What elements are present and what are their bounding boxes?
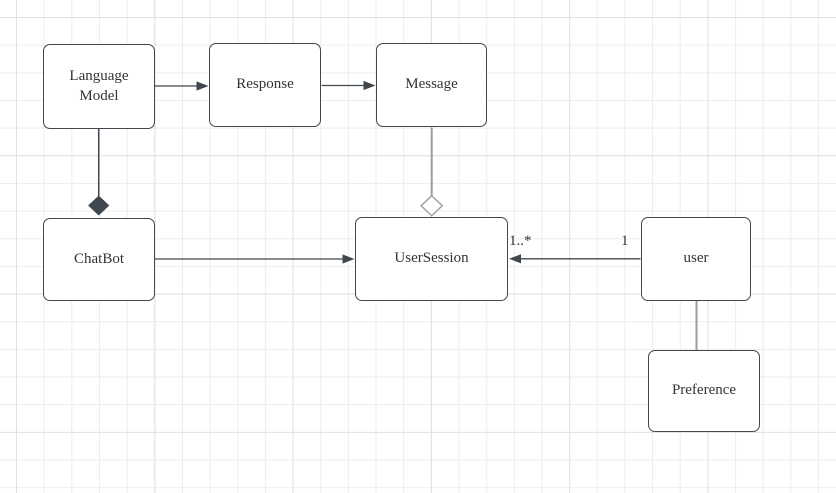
node-label: UserSession — [394, 250, 469, 267]
node-chatbot[interactable]: ChatBot — [43, 218, 155, 301]
composition-diamond-icon — [88, 195, 110, 216]
multiplicity-label-source: 1 — [621, 233, 629, 249]
node-label: Preference — [671, 382, 737, 399]
node-user[interactable]: user — [641, 217, 751, 301]
edge-response-to-message[interactable] — [321, 80, 376, 91]
edge-chatbot-to-user-session[interactable] — [155, 254, 355, 264]
node-label: ChatBot — [73, 250, 124, 267]
node-label: Message — [405, 76, 458, 93]
arrowhead-icon — [509, 254, 521, 264]
node-label: user — [683, 250, 709, 267]
node-preference[interactable]: Preference — [648, 350, 760, 432]
arrowhead-icon — [363, 80, 376, 91]
edge-language-model-to-response[interactable] — [155, 81, 209, 91]
aggregation-diamond-icon — [420, 194, 444, 217]
node-user-session[interactable]: UserSession — [355, 217, 508, 301]
arrowhead-icon — [196, 81, 209, 91]
multiplicity-label-target: 1..* — [509, 233, 532, 249]
edge-message-to-user-session[interactable] — [420, 127, 444, 217]
node-language-model[interactable]: Language Model — [43, 44, 155, 129]
node-response[interactable]: Response — [209, 43, 321, 127]
node-label: Language Model — [69, 68, 129, 104]
edge-user-to-user-session[interactable] — [509, 254, 641, 264]
node-label: Response — [236, 76, 294, 93]
node-message[interactable]: Message — [376, 43, 487, 127]
arrowhead-icon — [342, 254, 355, 264]
edge-language-model-to-chatbot[interactable] — [88, 129, 110, 216]
